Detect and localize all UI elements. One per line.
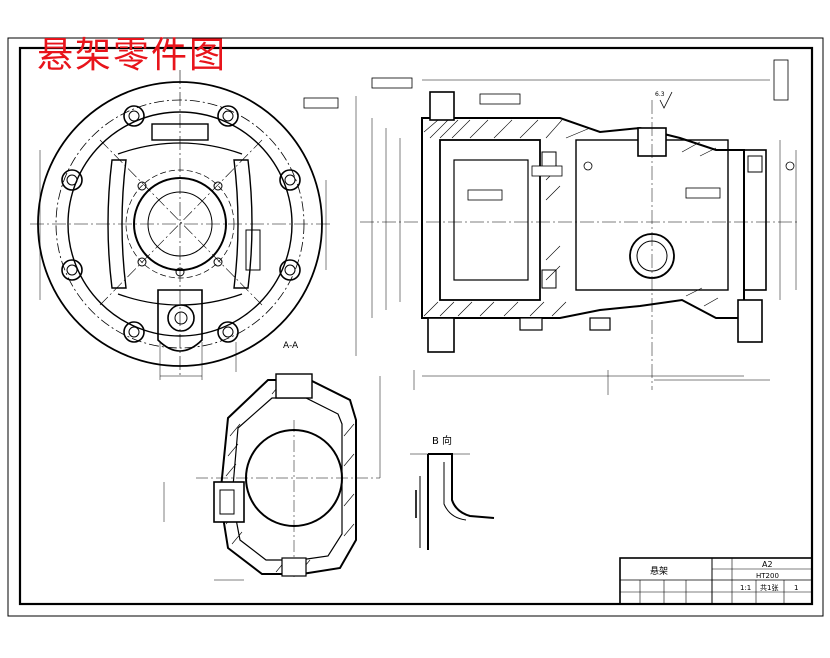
title-block-part-name: 悬架 (650, 566, 668, 577)
drawing-title: 悬架零件图 (37, 35, 228, 76)
section-aa: A-A (163, 341, 381, 581)
view-b-label: B 向 (432, 434, 452, 447)
title-block-sheet-count: 共1张 (760, 583, 778, 592)
svg-text:6.3: 6.3 (655, 91, 665, 98)
roughness-symbol: 6.3 (655, 91, 673, 109)
inner-border (18, 46, 814, 606)
title-block-sheet-no: 1 (794, 584, 798, 592)
title-block-scale: 1:1 (740, 584, 751, 592)
title-block-material: HT200 (756, 572, 779, 580)
view-b: B 向 (410, 434, 495, 550)
title-block (619, 557, 813, 605)
section-view (303, 59, 800, 395)
section-aa-label: A-A (283, 341, 299, 351)
title-block-sheet-size: A2 (762, 560, 773, 569)
front-view (30, 70, 330, 380)
outer-frame (7, 37, 824, 617)
